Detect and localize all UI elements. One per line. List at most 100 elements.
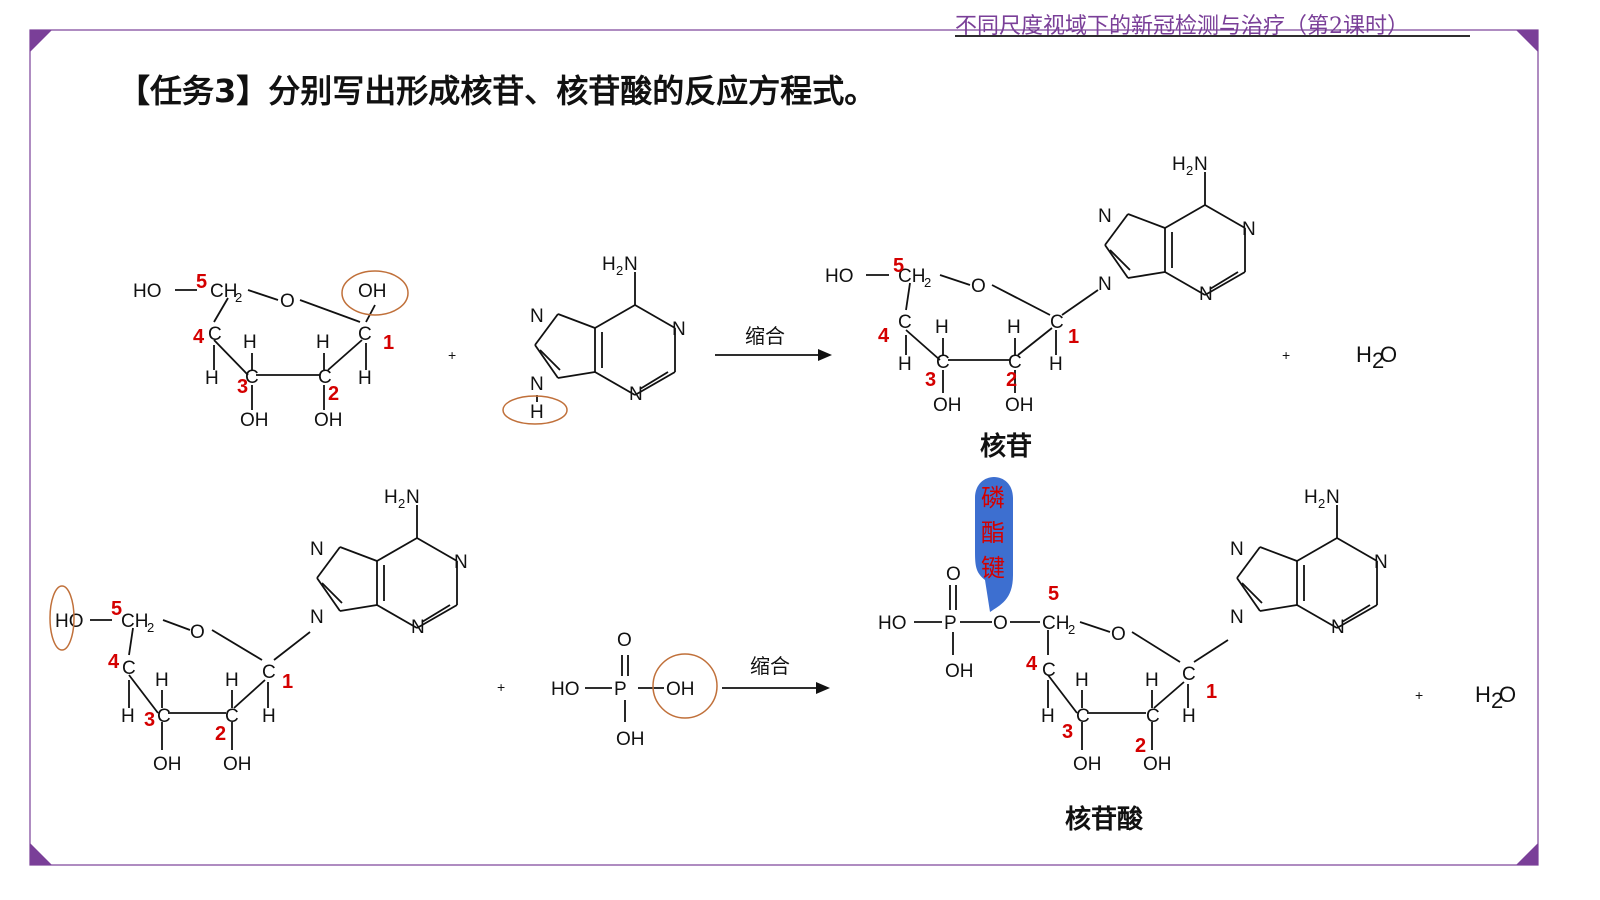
nucleoside-reactant-adenine: H 2 N N N N N <box>310 487 468 638</box>
svg-text:H: H <box>1145 670 1159 691</box>
page-title: 【任务3】分别写出形成核苷、核苷酸的反应方程式。 <box>118 72 877 110</box>
svg-text:H: H <box>1475 682 1491 707</box>
svg-text:N: N <box>624 254 638 275</box>
svg-text:缩合: 缩合 <box>750 654 790 678</box>
svg-text:N: N <box>1374 552 1388 573</box>
svg-text:H: H <box>1007 317 1021 338</box>
nucleotide-molecule: HO P O O OH CH 2 O C H H C H C C H OH OH… <box>878 564 1229 775</box>
svg-text:N: N <box>406 487 420 508</box>
svg-text:P: P <box>944 613 957 634</box>
svg-text:OH: OH <box>1143 754 1172 775</box>
svg-text:键: 键 <box>981 554 1005 582</box>
svg-text:C: C <box>1050 312 1064 333</box>
svg-text:1: 1 <box>1068 326 1079 348</box>
svg-text:H: H <box>1049 354 1063 375</box>
svg-text:酯: 酯 <box>981 519 1005 547</box>
highlight-circle-p-oh <box>652 653 718 719</box>
svg-text:HO: HO <box>825 266 854 287</box>
svg-text:2: 2 <box>1006 369 1017 391</box>
svg-text:N: N <box>1098 206 1112 227</box>
svg-text:OH: OH <box>933 395 962 416</box>
svg-text:C: C <box>245 367 259 388</box>
svg-text:H: H <box>1041 706 1055 727</box>
svg-text:OH: OH <box>223 754 252 775</box>
slide-frame <box>29 29 1539 866</box>
svg-text:C: C <box>1182 664 1196 685</box>
svg-text:3: 3 <box>144 709 155 731</box>
svg-text:N: N <box>1230 607 1244 628</box>
svg-text:OH: OH <box>153 754 182 775</box>
product-name-nucleoside: 核苷 <box>980 431 1032 462</box>
svg-text:CH: CH <box>1042 613 1069 634</box>
svg-text:2: 2 <box>616 263 623 278</box>
svg-text:O: O <box>1111 624 1126 645</box>
svg-text:3: 3 <box>237 376 248 398</box>
nucleoside-reactant: HO CH 2 O C H H C H C C H OH OH 5 4 3 2 … <box>49 585 311 775</box>
adenine-molecule: H 2 N N N N N H <box>502 254 686 425</box>
svg-text:H: H <box>898 354 912 375</box>
svg-text:N: N <box>1326 487 1340 508</box>
svg-text:1: 1 <box>282 671 293 693</box>
svg-text:OH: OH <box>945 661 974 682</box>
svg-text:OH: OH <box>314 410 343 431</box>
svg-text:C: C <box>1008 352 1022 373</box>
svg-text:4: 4 <box>878 325 890 347</box>
svg-text:CH: CH <box>210 281 237 302</box>
svg-text:OH: OH <box>616 729 645 750</box>
svg-text:O: O <box>1380 342 1397 367</box>
svg-text:2: 2 <box>1135 735 1146 757</box>
svg-text:磷: 磷 <box>981 484 1005 512</box>
highlight-circle-c1-oh <box>341 270 409 316</box>
corner-ornament-top-right <box>1516 30 1538 52</box>
svg-text:C: C <box>1042 660 1056 681</box>
svg-text:2: 2 <box>215 723 226 745</box>
svg-text:4: 4 <box>1026 653 1038 675</box>
svg-text:H: H <box>243 332 257 353</box>
svg-text:O: O <box>190 622 205 643</box>
plus-sign: + <box>1282 347 1290 363</box>
svg-text:O: O <box>1499 682 1516 707</box>
svg-text:2: 2 <box>1318 496 1325 511</box>
corner-ornament-top-left <box>30 30 52 52</box>
svg-text:O: O <box>946 564 961 585</box>
reaction-arrow-1: 缩合 <box>715 324 832 361</box>
svg-text:OH: OH <box>240 410 269 431</box>
svg-text:P: P <box>614 679 627 700</box>
svg-text:HO: HO <box>551 679 580 700</box>
svg-text:2: 2 <box>328 383 339 405</box>
corner-ornament-bottom-left <box>30 843 52 865</box>
svg-text:N: N <box>629 384 643 405</box>
svg-text:2: 2 <box>1491 688 1503 713</box>
svg-text:O: O <box>280 291 295 312</box>
svg-text:H: H <box>1172 154 1186 175</box>
svg-text:C: C <box>358 324 372 345</box>
svg-text:4: 4 <box>193 326 205 348</box>
svg-text:CH: CH <box>121 611 148 632</box>
svg-text:2: 2 <box>147 620 154 635</box>
svg-text:2: 2 <box>1372 348 1384 373</box>
svg-text:OH: OH <box>1005 395 1034 416</box>
svg-text:1: 1 <box>1206 681 1217 703</box>
svg-text:C: C <box>157 706 171 727</box>
plus-sign: + <box>497 679 505 695</box>
svg-text:H: H <box>530 402 544 423</box>
svg-text:H: H <box>316 332 330 353</box>
svg-text:CH: CH <box>898 266 925 287</box>
svg-text:H: H <box>262 706 276 727</box>
svg-text:HO: HO <box>878 613 907 634</box>
water-byproduct-2: H 2 O <box>1475 682 1516 713</box>
svg-text:C: C <box>225 706 239 727</box>
svg-text:5: 5 <box>196 271 207 293</box>
svg-text:H: H <box>121 706 135 727</box>
svg-text:O: O <box>993 613 1008 634</box>
phosphoric-acid-molecule: HO P O OH OH <box>551 630 718 750</box>
reaction-arrow-2: 缩合 <box>722 654 830 694</box>
svg-text:H: H <box>225 670 239 691</box>
water-byproduct-1: H 2 O <box>1356 342 1397 373</box>
svg-text:H: H <box>935 317 949 338</box>
svg-text:2: 2 <box>1186 163 1193 178</box>
svg-text:H: H <box>1182 706 1196 727</box>
svg-text:C: C <box>1076 706 1090 727</box>
svg-text:5: 5 <box>893 255 904 277</box>
svg-text:OH: OH <box>666 679 695 700</box>
